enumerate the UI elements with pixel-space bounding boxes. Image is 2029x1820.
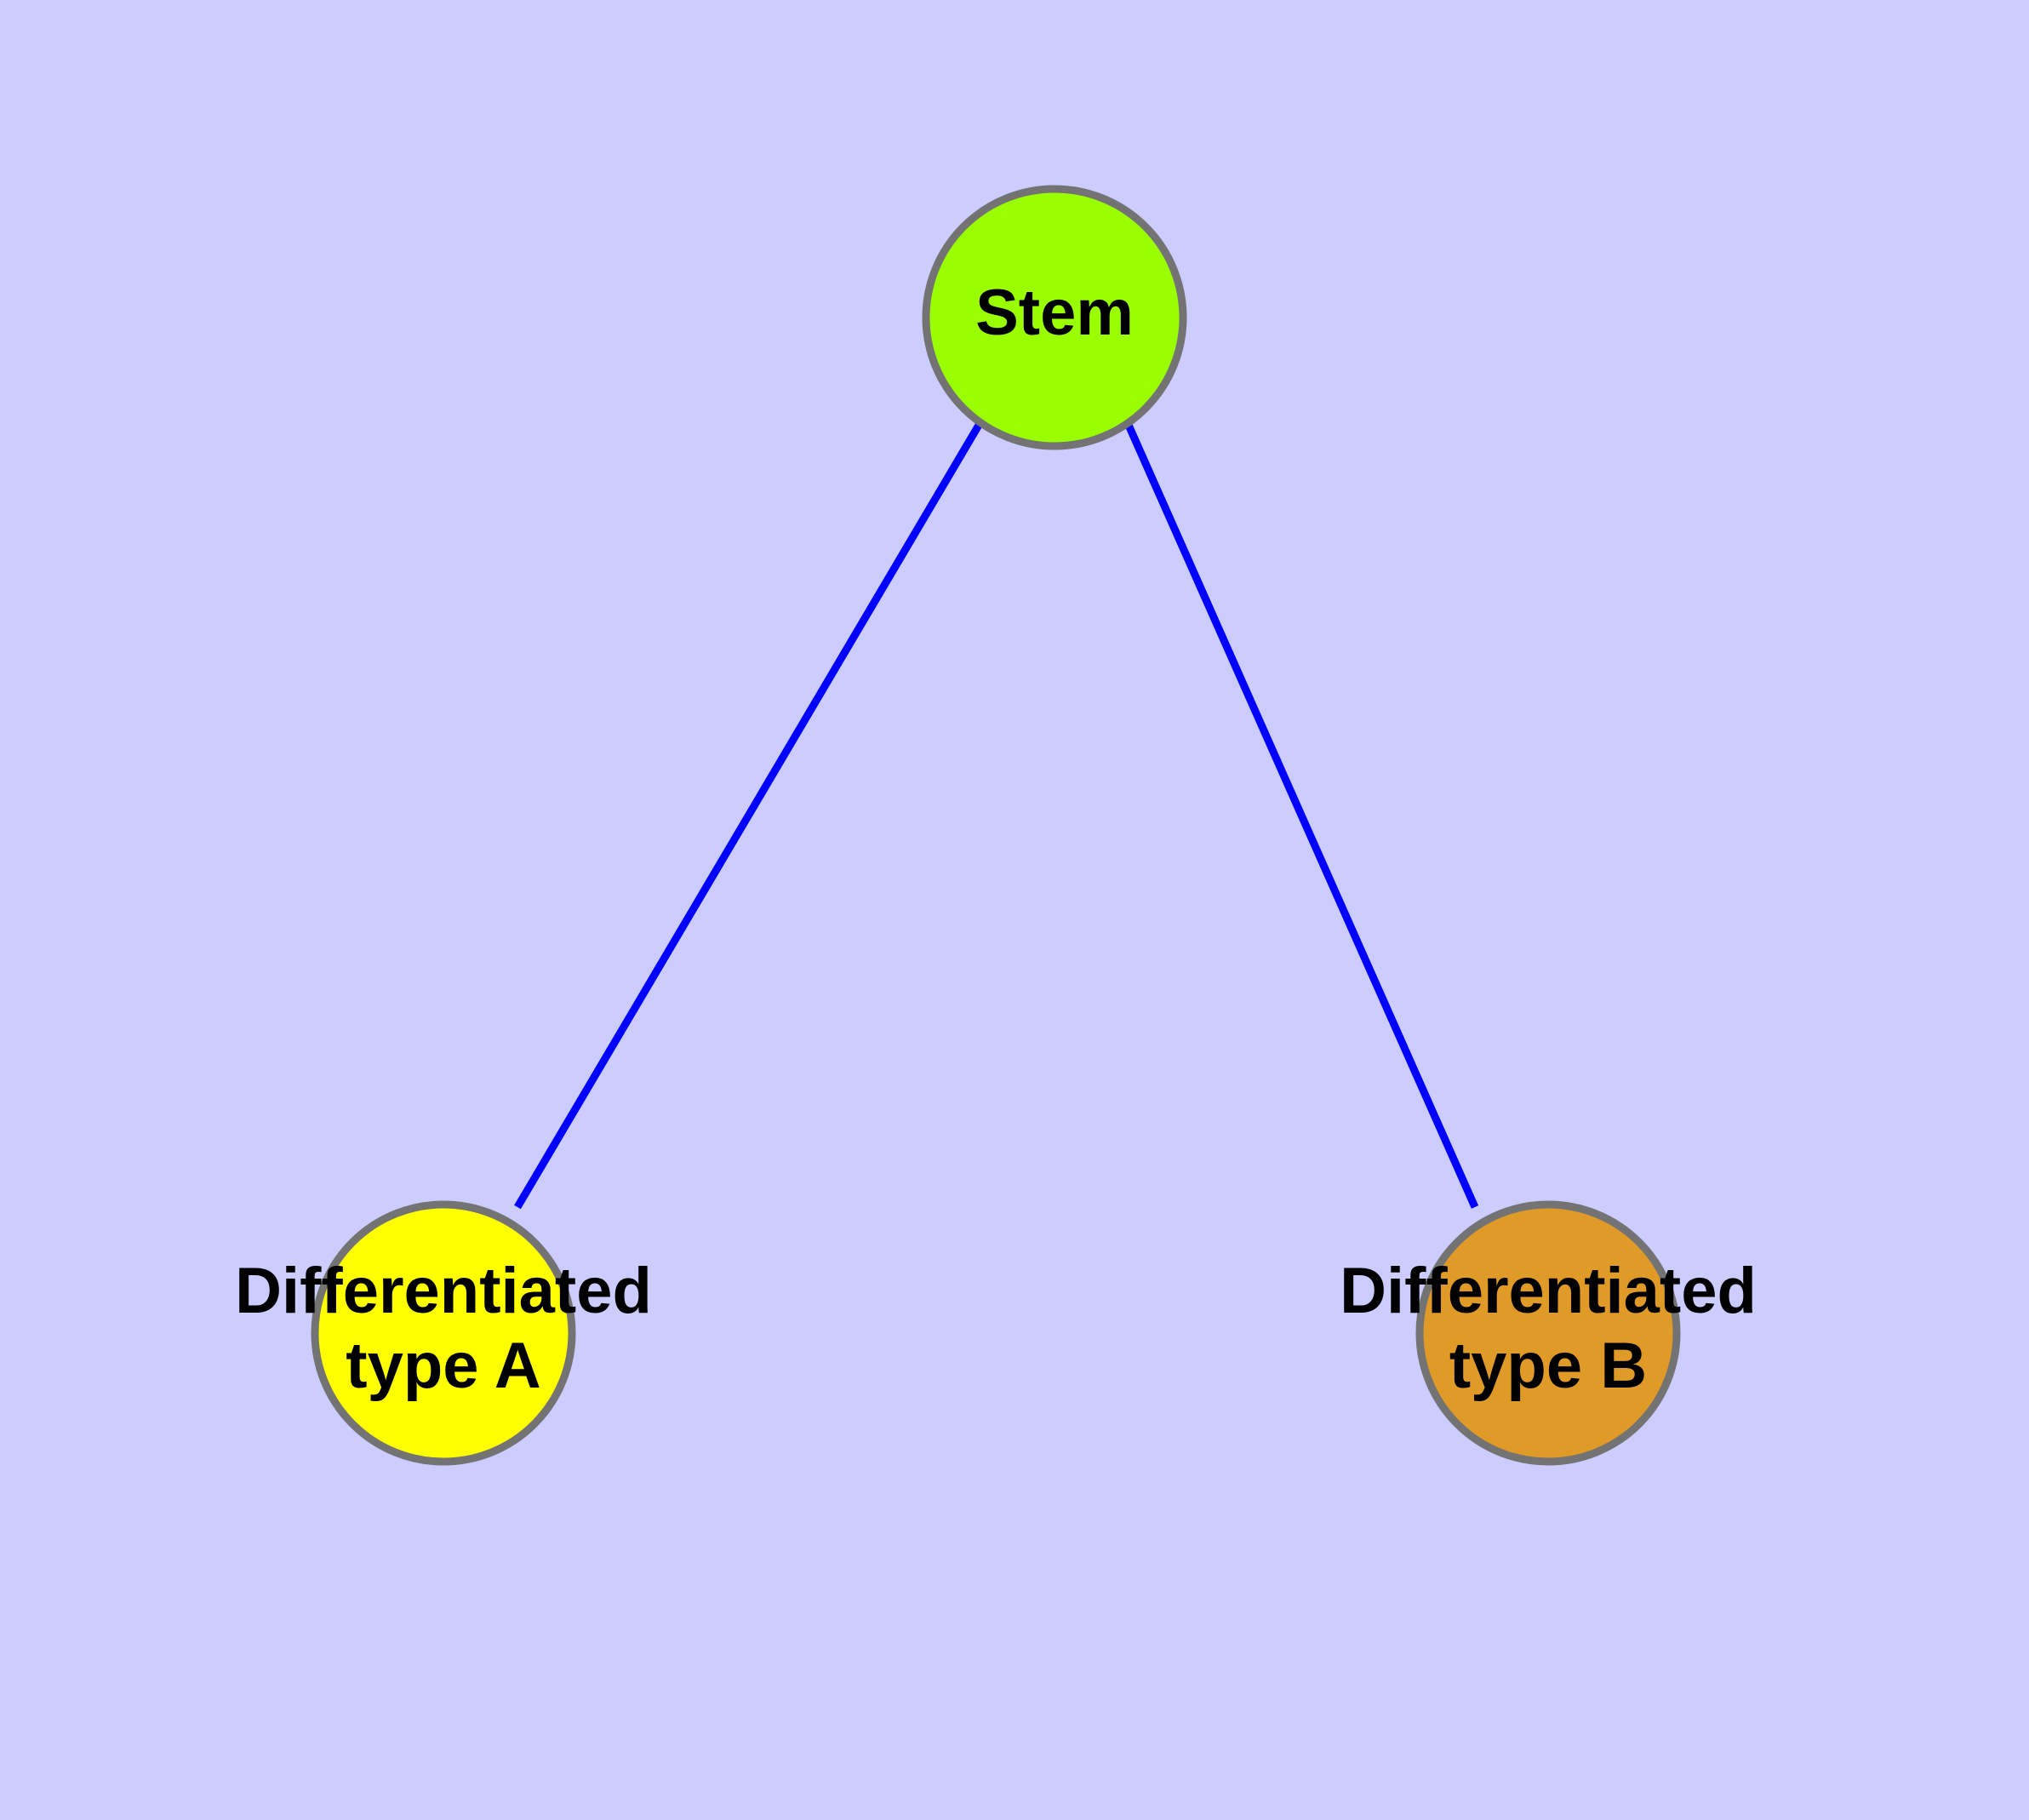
node-stem[interactable] — [922, 185, 1187, 450]
node-diff_b[interactable] — [1415, 1200, 1681, 1466]
edge-stem-to-diff-b — [1123, 421, 1479, 1209]
node-label-line: type B — [1449, 1330, 1647, 1402]
node-label-stem: Stem — [975, 277, 1134, 349]
node-circle-diff_b[interactable] — [1415, 1200, 1681, 1466]
node-diff_a[interactable] — [311, 1200, 576, 1466]
edge-stem-to-diff-a — [514, 420, 984, 1210]
node-label-line: Differentiated — [1340, 1255, 1757, 1327]
node-circle-stem[interactable] — [922, 185, 1187, 450]
node-label-line: type A — [346, 1330, 540, 1402]
node-circle-diff_a[interactable] — [311, 1200, 576, 1466]
edges-group — [514, 420, 1479, 1210]
node-label-line: Differentiated — [235, 1255, 652, 1327]
node-label-line: Stem — [975, 277, 1134, 349]
